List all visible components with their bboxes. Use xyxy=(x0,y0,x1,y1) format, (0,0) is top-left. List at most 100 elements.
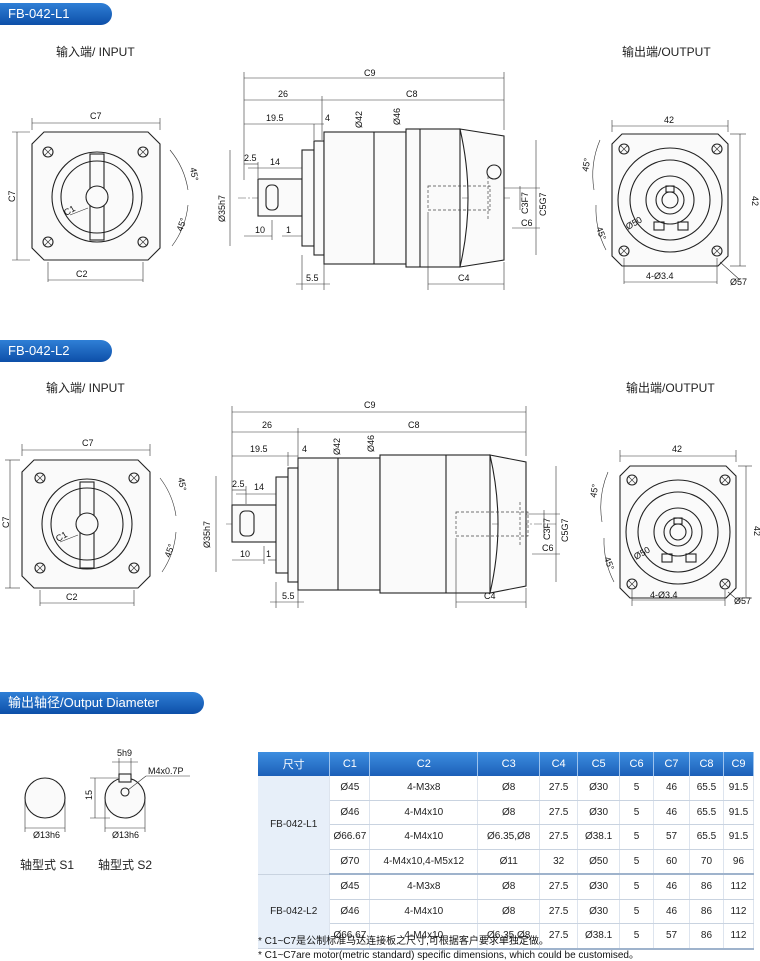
table-header-cell: C4 xyxy=(539,752,579,776)
table-cell: 91.5 xyxy=(723,824,755,850)
input-label-l2: 输入端/ INPUT xyxy=(46,381,125,395)
s2-15: 15 xyxy=(84,790,94,800)
table-cell: 96 xyxy=(723,849,755,875)
table-model-cell: FB-042-L1 xyxy=(258,776,331,875)
table-cell: 70 xyxy=(689,849,724,875)
n26-l1: 26 xyxy=(278,89,288,99)
table-cell: Ø66.67 xyxy=(329,923,371,950)
table-cell: 27.5 xyxy=(539,824,579,850)
table-header-cell: C7 xyxy=(653,752,690,776)
table-cell: 4-M4x10 xyxy=(369,824,479,850)
d57-l2: Ø57 xyxy=(734,596,751,606)
table-cell: 112 xyxy=(723,923,755,950)
table-cell: Ø6.35,Ø8 xyxy=(477,824,541,850)
c5-l1: C5G7 xyxy=(538,192,548,216)
table-cell: 46 xyxy=(653,800,690,825)
table-cell: 5 xyxy=(619,923,655,950)
table-cell: Ø30 xyxy=(577,800,621,825)
input-face-l1 xyxy=(12,118,189,282)
table-cell: Ø8 xyxy=(477,874,541,900)
n1-l1: 1 xyxy=(286,225,291,235)
angle-b-out-l2: 45° xyxy=(602,555,616,572)
output-face-l1 xyxy=(592,120,746,284)
table-cell: 5 xyxy=(619,824,655,850)
angle-b-l1: 45° xyxy=(174,216,188,233)
n42-side-l1: 42 xyxy=(750,196,760,206)
c7-side-l2: C7 xyxy=(1,516,11,528)
c2-l2: C2 xyxy=(66,592,78,602)
n4-l2: 4 xyxy=(302,444,307,454)
table-cell: Ø38.1 xyxy=(577,824,621,850)
table-cell: 27.5 xyxy=(539,899,579,924)
table-cell: Ø6.35,Ø8 xyxy=(477,923,541,950)
table-cell: 5 xyxy=(619,849,655,875)
c2-l1: C2 xyxy=(76,269,88,279)
holes-l1: 4-Ø3.4 xyxy=(646,271,674,281)
n1-l2: 1 xyxy=(266,549,271,559)
table-cell: Ø66.67 xyxy=(329,824,371,850)
output-label-l1: 输出端/OUTPUT xyxy=(622,45,711,59)
table-cell: 86 xyxy=(689,874,724,900)
table-cell: 91.5 xyxy=(723,776,755,801)
table-cell: 65.5 xyxy=(689,824,724,850)
shaft-drawings: Ø13h6 5h9 M4x0.7P 15 Ø13h6 xyxy=(24,748,190,840)
c3-l2: C3F7 xyxy=(542,518,552,540)
table-cell: 86 xyxy=(689,899,724,924)
n55-l2: 5.5 xyxy=(282,591,295,601)
s2-d13: Ø13h6 xyxy=(112,830,139,840)
table-cell: 46 xyxy=(653,899,690,924)
table-header-cell: C3 xyxy=(477,752,541,776)
table-cell: 27.5 xyxy=(539,800,579,825)
drawing-l1: C7 C7 C1 C2 45° 45° xyxy=(7,68,760,290)
input-label-l1: 输入端/ INPUT xyxy=(56,45,135,59)
d42-l2: Ø42 xyxy=(332,438,342,455)
table-cell: 27.5 xyxy=(539,776,579,801)
c7-top-l2: C7 xyxy=(82,438,94,448)
table-cell: Ø46 xyxy=(329,800,371,825)
table-header-cell: C6 xyxy=(619,752,655,776)
table-cell: 46 xyxy=(653,776,690,801)
section-tag-l2: FB-042-L2 xyxy=(0,340,112,362)
section-tag-diameter: 输出轴径/Output Diameter xyxy=(0,692,204,714)
table-cell: 4-M3x8 xyxy=(369,776,479,801)
side-view-l2 xyxy=(215,406,560,608)
table-cell: 86 xyxy=(689,923,724,950)
table-cell: 4-M3x8 xyxy=(369,874,479,900)
table-header-cell: C9 xyxy=(723,752,755,776)
table-cell: 32 xyxy=(539,849,579,875)
angle-a-l1: 45° xyxy=(188,167,200,183)
n42-top-l2: 42 xyxy=(672,444,682,454)
table-cell: Ø11 xyxy=(477,849,541,875)
table-cell: 46 xyxy=(653,874,690,900)
table-cell: Ø8 xyxy=(477,776,541,801)
n14-l2: 14 xyxy=(254,482,264,492)
table-cell: 60 xyxy=(653,849,690,875)
c9-l1: C9 xyxy=(364,68,376,78)
d35-l1: Ø35h7 xyxy=(217,195,227,222)
table-cell: 57 xyxy=(653,923,690,950)
table-model-cell: FB-042-L2 xyxy=(258,874,331,949)
shaft-s1 xyxy=(24,777,66,832)
side-view-l1 xyxy=(229,72,540,290)
table-cell: 5 xyxy=(619,776,655,801)
s2-label: 轴型式 S2 xyxy=(98,858,153,872)
output-label-l2: 输出端/OUTPUT xyxy=(626,381,715,395)
table-cell: Ø30 xyxy=(577,776,621,801)
table-header-cell: 尺寸 xyxy=(258,752,331,776)
table-cell: Ø45 xyxy=(329,874,371,900)
table-header-cell: C5 xyxy=(577,752,621,776)
c5-l2: C5G7 xyxy=(560,518,570,542)
output-face-l2 xyxy=(600,450,752,606)
c6-l1: C6 xyxy=(521,218,533,228)
angle-b-l2: 45° xyxy=(162,542,176,559)
holes-l2: 4-Ø3.4 xyxy=(650,590,678,600)
table-header-cell: C1 xyxy=(329,752,371,776)
n10-l2: 10 xyxy=(240,549,250,559)
n10-l1: 10 xyxy=(255,225,265,235)
